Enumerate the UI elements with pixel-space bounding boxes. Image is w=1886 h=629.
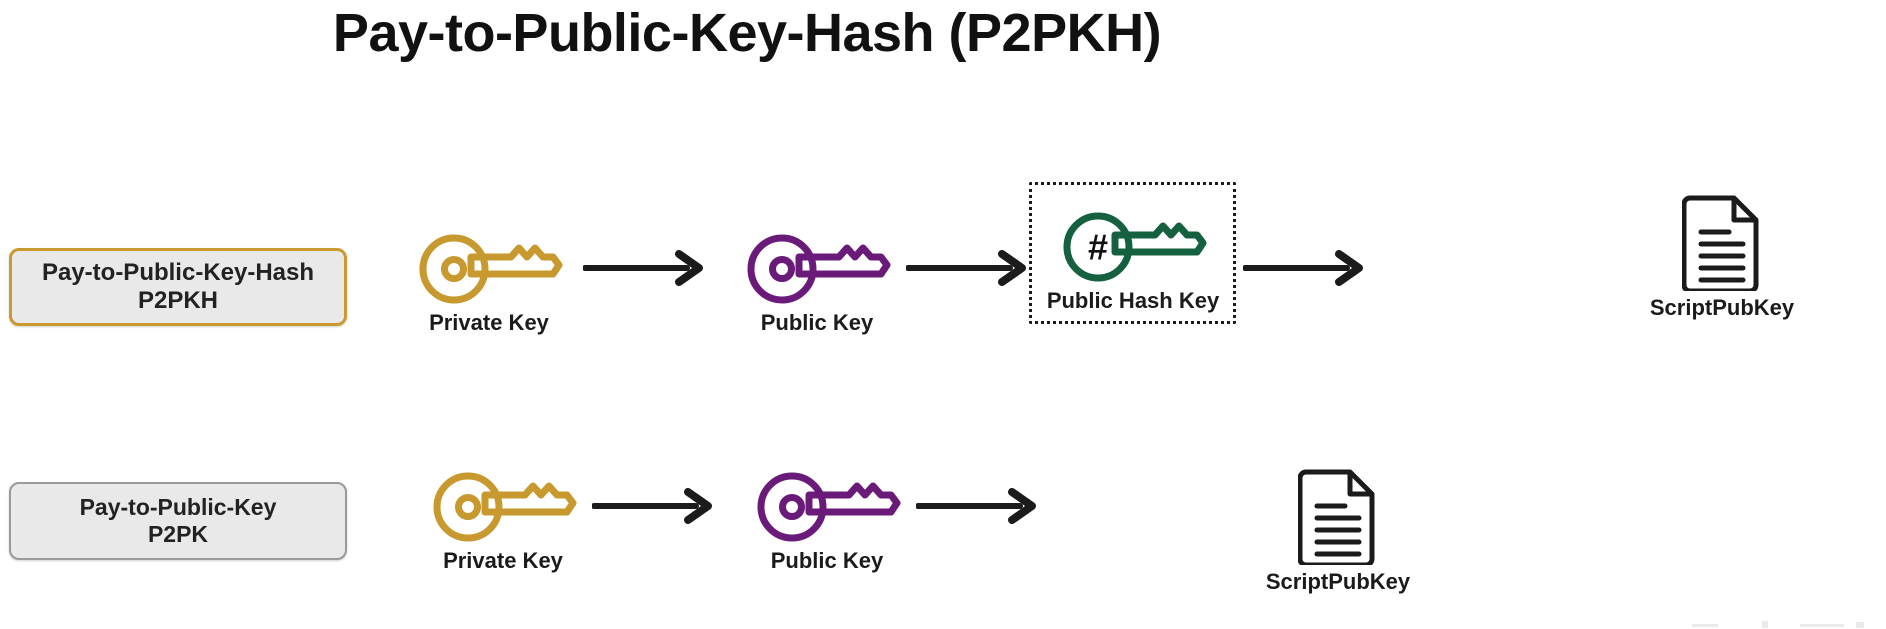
node-caption: Private Key: [443, 548, 563, 573]
key-icon: [427, 470, 579, 544]
node-scriptpubkey-p2pkh[interactable]: ScriptPubKey: [1632, 192, 1812, 321]
edge-artifact: [1692, 624, 1718, 627]
document-icon: [1681, 192, 1762, 294]
node-caption: Public Key: [770, 548, 884, 573]
arrow-hash-to-script-p2pkh: [1242, 250, 1371, 286]
node-private-key-p2pkh[interactable]: Private Key: [404, 232, 574, 336]
page-title: Pay-to-Public-Key-Hash (P2PKH): [332, 3, 1162, 63]
svg-text:#: #: [1088, 227, 1108, 268]
node-caption: Public Hash Key: [1046, 288, 1220, 313]
arrow-private-to-public-p2pkh: [582, 250, 711, 286]
arrow-public-to-script-p2pk: [915, 488, 1044, 524]
hash-key-icon: #: [1057, 210, 1209, 284]
node-caption: Private Key: [429, 310, 549, 335]
edge-artifact: [1800, 624, 1844, 627]
arrow-public-to-hash-p2pkh: [905, 250, 1034, 286]
label-box-p2pk[interactable]: Pay-to-Public-Key P2PK: [9, 482, 347, 560]
label-box-p2pk-line2: P2PK: [147, 521, 209, 547]
key-icon: [741, 232, 893, 306]
arrow-private-to-public-p2pk: [591, 488, 720, 524]
highlight-box-public-hash-key: [1029, 182, 1236, 324]
label-box-p2pkh[interactable]: Pay-to-Public-Key-Hash P2PKH: [9, 248, 347, 326]
label-box-p2pkh-line1: Pay-to-Public-Key-Hash: [41, 258, 315, 286]
node-scriptpubkey-p2pk[interactable]: ScriptPubKey: [1248, 466, 1428, 595]
key-icon: [751, 470, 903, 544]
key-icon: [413, 232, 565, 306]
node-public-key-p2pk[interactable]: Public Key: [742, 470, 912, 574]
node-public-hash-key[interactable]: # Public Hash Key: [1047, 210, 1219, 314]
label-box-p2pk-line1: Pay-to-Public-Key: [79, 493, 277, 520]
document-icon: [1297, 466, 1378, 568]
node-caption: ScriptPubKey: [1649, 295, 1795, 320]
node-caption: ScriptPubKey: [1265, 569, 1411, 594]
node-caption: Public Key: [760, 310, 874, 335]
edge-artifact: [1762, 621, 1768, 628]
label-box-p2pkh-line2: P2PKH: [137, 287, 219, 314]
node-public-key-p2pkh[interactable]: Public Key: [732, 232, 902, 336]
edge-artifact: [1856, 622, 1864, 628]
node-private-key-p2pk[interactable]: Private Key: [418, 470, 588, 574]
